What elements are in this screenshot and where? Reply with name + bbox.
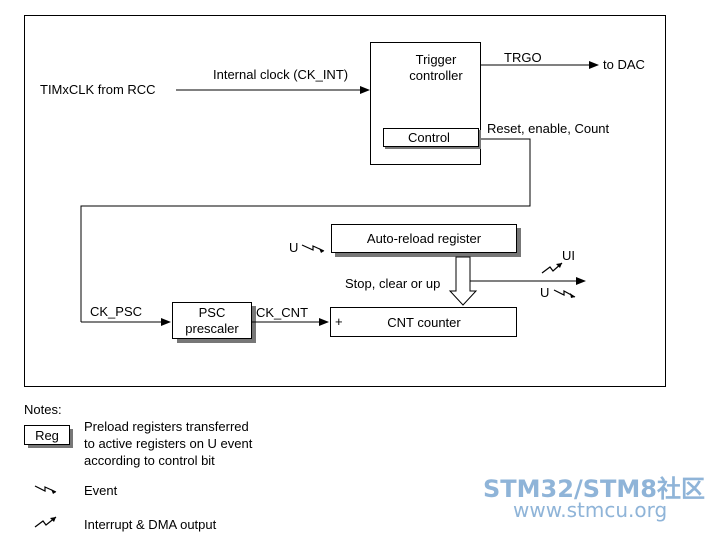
timxclk-label: TIMxCLK from RCC (40, 82, 156, 97)
notes-title: Notes: (24, 402, 62, 417)
prescaler-label: prescaler (185, 321, 239, 336)
reg-legend-label: Reg (35, 428, 59, 443)
preload-transfer-arrow (448, 256, 478, 306)
trigger-controller-block: Trigger controller Control (370, 42, 481, 165)
diagram-frame (24, 15, 666, 387)
reset-enable-count-label: Reset, enable, Count (487, 121, 610, 136)
watermark-stm32: STM32 (483, 475, 574, 503)
plus-sign: + (335, 314, 343, 329)
watermark-community: 社区 (657, 475, 705, 503)
event-icon-left (301, 244, 325, 252)
ck-cnt-label: CK_CNT (256, 305, 308, 320)
u-event-right-label: U (540, 285, 549, 300)
trgo-label: TRGO (504, 50, 542, 65)
auto-reload-register-block: Auto-reload register (331, 224, 521, 257)
cnt-counter-label: CNT counter (387, 315, 461, 330)
watermark-url: www.stmcu.org (513, 498, 667, 522)
trigger-controller-label-2: controller (409, 68, 463, 83)
cnt-counter-block: + CNT counter (330, 307, 517, 337)
psc-label: PSC (199, 305, 226, 320)
watermark-stm8: STM8 (583, 475, 657, 503)
watermark-slash: / (574, 475, 583, 503)
svg-text:STM32/STM8社区: STM32/STM8社区 (483, 475, 705, 503)
interrupt-legend-label: Interrupt & DMA output (84, 517, 217, 532)
notes-legend: Notes: Reg Preload registers transferred… (24, 402, 253, 532)
internal-clock-label: Internal clock (CK_INT) (213, 67, 348, 82)
reg-desc-line-2: to active registers on U event (84, 436, 253, 451)
trigger-controller-label-1: Trigger (416, 52, 457, 67)
event-legend-label: Event (84, 483, 118, 498)
reg-desc-line-3: according to control bit (84, 453, 215, 468)
ck-psc-label: CK_PSC (90, 304, 142, 319)
reset-enable-path (80, 138, 531, 322)
auto-reload-label: Auto-reload register (367, 231, 482, 246)
psc-prescaler-block: PSC prescaler (172, 302, 256, 343)
u-event-left-label: U (289, 240, 298, 255)
control-label: Control (408, 130, 450, 145)
interrupt-icon-output (541, 262, 563, 274)
to-dac-label: to DAC (603, 57, 645, 72)
ui-label: UI (562, 248, 575, 263)
interrupt-legend-icon (34, 516, 57, 528)
stop-clear-up-label: Stop, clear or up (345, 276, 440, 291)
event-icon-right (553, 289, 576, 298)
control-register (383, 128, 479, 147)
reg-legend-box (24, 425, 70, 445)
watermark: STM32/STM8社区 www.stmcu.org (483, 475, 705, 522)
event-legend-icon (34, 485, 57, 493)
reg-desc-line-1: Preload registers transferred (84, 419, 249, 434)
